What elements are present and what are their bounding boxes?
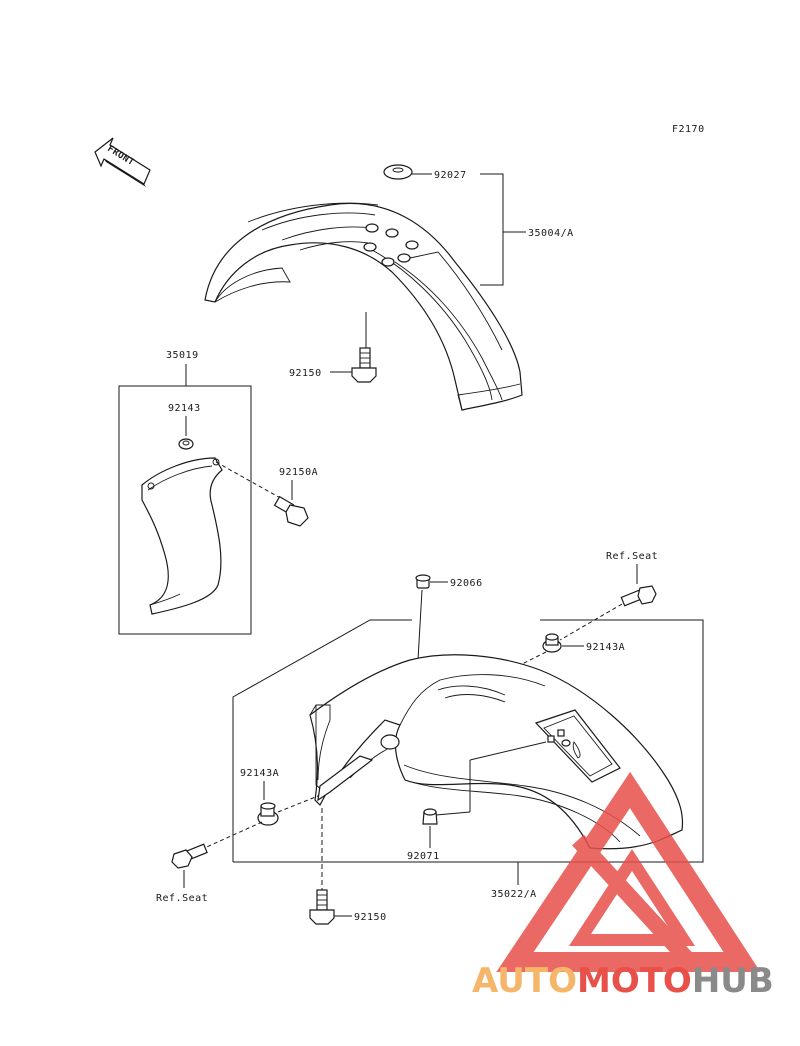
label-guard-bolt: 92150A [279, 467, 318, 478]
label-front-bolt: 92150 [289, 368, 322, 379]
label-guard-assembly: 35019 [166, 350, 199, 361]
bolt-icon [620, 585, 657, 607]
label-rear-collar-top: 92143A [586, 642, 625, 653]
collar-icon [257, 802, 279, 826]
bolt-icon [351, 347, 377, 383]
clip-icon [422, 808, 438, 825]
rear-fender [309, 654, 684, 850]
label-front-washer: 92027 [434, 170, 467, 181]
washer-icon [383, 164, 413, 180]
label-rear-grommet: 92066 [450, 578, 483, 589]
label-rear-collar-left: 92143A [240, 768, 279, 779]
chain-guard [141, 457, 223, 615]
bolt-icon [273, 495, 309, 527]
collar-icon [178, 438, 194, 450]
guard-group-box [118, 385, 252, 635]
bolt-icon [171, 843, 208, 869]
watermark-logo [496, 771, 761, 972]
label-ref-seat-top: Ref.Seat [606, 551, 658, 562]
label-guard-collar: 92143 [168, 403, 201, 414]
grommet-icon [415, 574, 431, 589]
label-rear-bolt-bottom: 92150 [354, 912, 387, 923]
label-rear-clip: 92071 [407, 851, 440, 862]
front-fender [204, 202, 523, 411]
label-ref-seat-bottom: Ref.Seat [156, 893, 208, 904]
front-arrow-icon: FRONT [94, 137, 151, 187]
label-front-fender-assembly: 35004/A [528, 228, 574, 239]
collar-icon [542, 633, 562, 653]
label-rear-fender-assembly: 35022/A [491, 889, 537, 900]
watermark-text: AUTOMOTOHUB [472, 961, 774, 1001]
bolt-icon [309, 889, 335, 925]
figure-code: F2170 [672, 124, 705, 135]
